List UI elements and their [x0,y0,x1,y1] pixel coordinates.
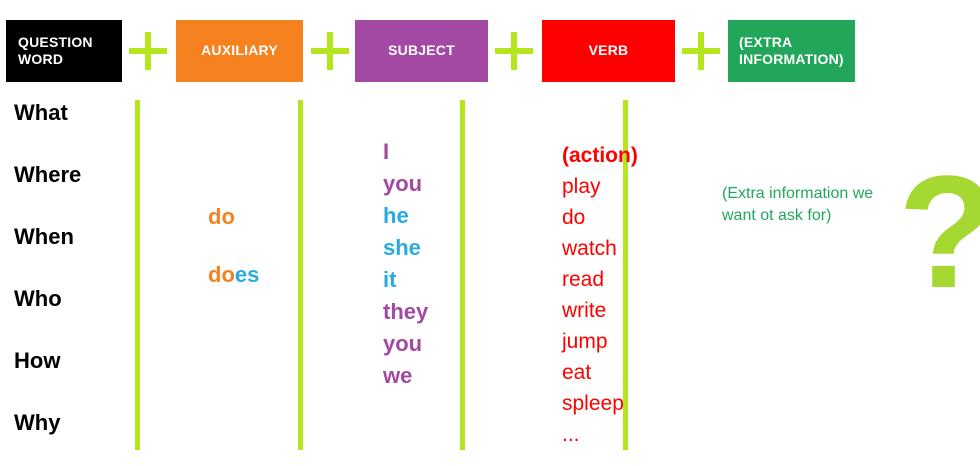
subject-item: he [383,203,409,228]
subject-item: I [383,139,390,164]
plus-icon-4 [682,32,720,70]
question-word-item: How [14,348,61,373]
plus-icon-3 [495,32,533,70]
plus-icon-1 [129,32,167,70]
plus-icon-2 [311,32,349,70]
verb-item: write [562,299,607,322]
verb-item: jump [562,330,608,353]
subject-item: she [383,235,421,260]
header-label-auxiliary: AUXILIARY [201,42,278,59]
verb-item: play [562,175,601,198]
column-divider-4 [623,100,628,450]
subject-item: they [383,299,429,324]
verb-item: watch [562,237,617,260]
auxiliary-stem: do [208,262,235,287]
header-label-extra-information: (EXTRA INFORMATION) [739,33,844,68]
verb-item: eat [562,361,592,384]
question-mark-icon: ? [898,152,980,312]
verb-item: ... [562,423,580,446]
column-divider-1 [135,100,140,450]
header-label-verb: VERB [588,42,629,59]
header-box-extra-information: (EXTRA INFORMATION) [728,20,855,82]
column-divider-3 [460,100,465,450]
extra-information-note: (Extra information we want ot ask for) [722,185,874,224]
column-divider-2 [298,100,303,450]
header-box-auxiliary: AUXILIARY [176,20,303,82]
subject-item: you [383,171,423,196]
header-box-question-word: QUESTION WORD [6,20,122,82]
header-label-subject: SUBJECT [388,42,455,59]
auxiliary-item: do [208,203,303,261]
header-label-question-word: QUESTION WORD [18,33,93,68]
question-word-item: What [14,100,68,125]
header-box-verb: VERB [542,20,675,82]
question-word-item: Why [14,410,61,435]
verb-item: (action) [562,144,638,167]
auxiliary-item: does [208,261,303,319]
verb-item: spleep [562,392,624,415]
question-word-item: Where [14,162,82,187]
auxiliary-ending: es [234,262,260,287]
header-box-subject: SUBJECT [355,20,488,82]
subject-item: you [383,331,423,356]
subject-item: we [383,363,413,388]
verb-list: (action) play do watch read write jump eat splee… [562,140,672,450]
subject-item: it [383,267,397,292]
question-word-item: Who [14,286,62,311]
auxiliary-stem: do [208,204,235,229]
question-word-item: When [14,224,74,249]
verb-item: do [562,206,586,229]
verb-item: read [562,268,605,291]
